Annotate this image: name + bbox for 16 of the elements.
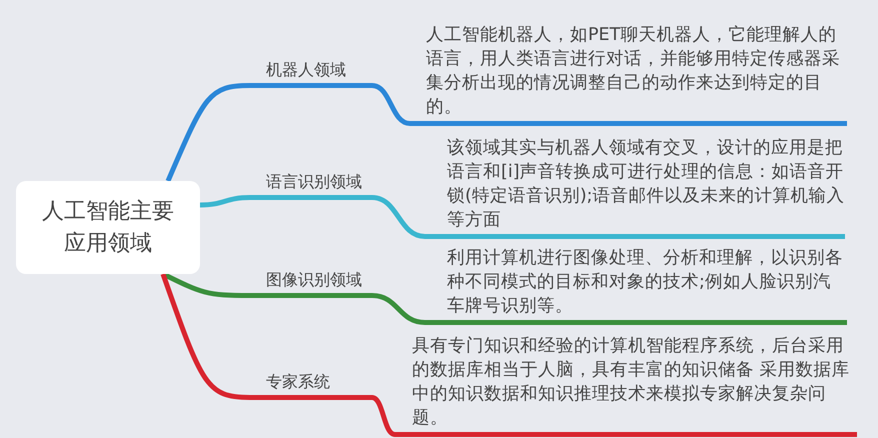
branch-topic: 图像识别领域 bbox=[250, 268, 372, 298]
branch-topic: 专家系统 bbox=[250, 370, 372, 400]
description-text: 人工智能机器人，如PET聊天机器人，它能理解人的语言，用人类语言进行对话，并能够用特定传感器采集分析出现的情况调整自己的动作来达到特定的目的。 bbox=[410, 20, 847, 126]
branch-line bbox=[372, 293, 426, 325]
description-text: 利用计算机进行图像处理、分析和理解，以识别各种不同模式的目标和对象的技术;例如人脸识别汽车牌号识别等。 bbox=[425, 245, 847, 325]
branch-line bbox=[372, 195, 426, 239]
description-text: 具有专门知识和经验的计算机智能程序系统，后台采用的数据库相当于人脑，具有丰富的知识储备 采用数据库中的知识数据和知识推理技术来模拟专家解决复杂问题。 bbox=[395, 330, 857, 437]
branch-line bbox=[166, 83, 250, 182]
branch-topic: 机器人领域 bbox=[250, 58, 372, 88]
branch-line bbox=[371, 395, 396, 437]
branch-line bbox=[200, 195, 250, 208]
central-topic-box: 人工智能主要应用领域 bbox=[16, 181, 200, 274]
branch-line bbox=[160, 273, 250, 400]
description-text: 该领域其实与机器人领域有交叉，设计的应用是把语言和[i]声音转换成可进行处理的信息：如语音开锁(特定语音识别);语音邮件以及未来的计算机输入等方面 bbox=[425, 135, 845, 239]
branch-topic: 语言识别领域 bbox=[250, 170, 372, 200]
branch-line bbox=[372, 83, 410, 126]
